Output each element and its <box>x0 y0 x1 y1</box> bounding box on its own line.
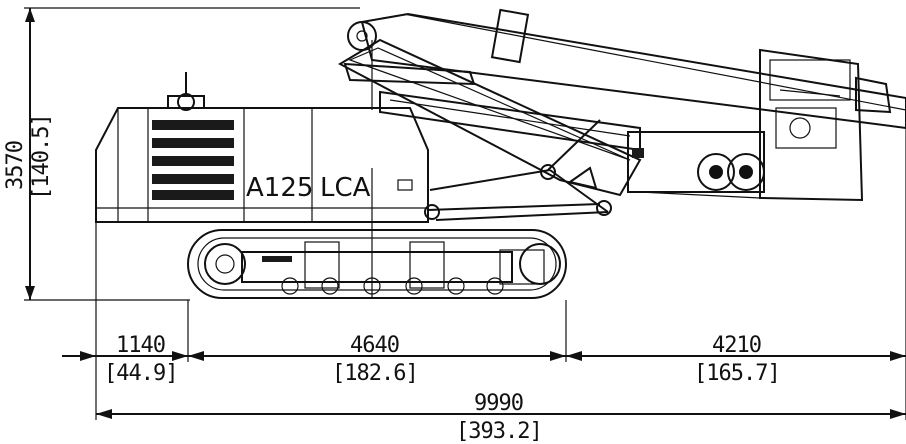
model-label: A125 <box>246 173 313 203</box>
height-dimension: 3570 [140.5] <box>3 7 360 301</box>
track-length-inch-label: [182.6] <box>332 361 418 386</box>
engine-grille <box>152 120 234 200</box>
upper-carriage: A125 LCA <box>95 72 429 236</box>
height-mm-label: 3570 <box>3 141 28 190</box>
horizontal-dimensions: 1140 [44.9] 4640 [182.6] 4210 [165.7] 99… <box>62 128 906 444</box>
front-overhang-inch-label: [165.7] <box>694 361 780 386</box>
overall-length-mm-label: 9990 <box>474 391 523 416</box>
idler-wheel <box>204 243 246 285</box>
rear-overhang-mm-label: 1140 <box>116 333 165 358</box>
overall-length-inch-label: [393.2] <box>456 419 542 444</box>
front-overhang-mm-label: 4210 <box>712 333 761 358</box>
model-suffix-label: LCA <box>320 173 371 203</box>
track-length-mm-label: 4640 <box>350 333 399 358</box>
crawler-undercarriage <box>187 229 567 299</box>
rear-overhang-inch-label: [44.9] <box>104 361 177 386</box>
drill-mast <box>360 8 906 202</box>
height-inch-label: [140.5] <box>29 114 54 200</box>
